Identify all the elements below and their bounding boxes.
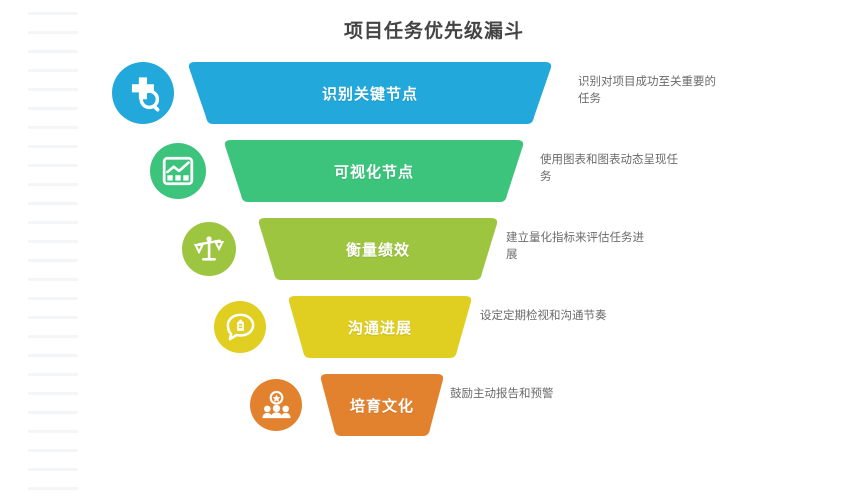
funnel-stage-label: 培育文化 <box>349 397 414 415</box>
funnel-band[interactable]: 衡量绩效 <box>258 218 498 280</box>
funnel-stage-label: 衡量绩效 <box>345 241 410 259</box>
funnel-stage-description: 识别对项目成功至关重要的任务 <box>578 76 716 105</box>
funnel-stage-description: 设定定期检视和沟通节奏 <box>480 310 607 322</box>
plus-magnifier-icon <box>112 62 174 124</box>
balance-scales-icon <box>182 222 236 276</box>
funnel-stage-description: 使用图表和图表动态呈现任务 <box>540 154 678 183</box>
bar-chart-icon <box>150 143 206 199</box>
rule-line <box>28 12 78 15</box>
funnel-stage-description: 建立量化指标来评估任务进展 <box>506 232 644 261</box>
funnel-stage[interactable]: 培育文化 鼓励主动报告和预警 <box>0 374 868 452</box>
funnel-stage[interactable]: 衡量绩效 建立量化指标来评估任务进展 <box>0 218 868 296</box>
speech-bubble-icon <box>214 301 266 353</box>
funnel-stage[interactable]: 可视化节点 使用图表和图表动态呈现任务 <box>0 140 868 218</box>
funnel-stage[interactable]: 沟通进展 设定定期检视和沟通节奏 <box>0 296 868 374</box>
page-title: 项目任务优先级漏斗 <box>343 21 524 42</box>
funnel-stage-description: 鼓励主动报告和预警 <box>450 388 554 400</box>
funnel-stage-label: 可视化节点 <box>333 163 414 181</box>
funnel-diagram: 识别关键节点 识别对项目成功至关重要的任务可视化节点 使用图表和图表动态呈现任务衡量… <box>0 62 868 482</box>
rule-line <box>28 487 78 490</box>
funnel-stage-label: 识别关键节点 <box>321 85 418 103</box>
funnel-stage[interactable]: 识别关键节点 识别对项目成功至关重要的任务 <box>0 62 868 140</box>
funnel-band[interactable]: 可视化节点 <box>224 140 524 202</box>
funnel-band[interactable]: 沟通进展 <box>288 296 472 358</box>
funnel-band[interactable]: 识别关键节点 <box>188 62 552 124</box>
team-people-icon <box>250 379 302 431</box>
funnel-stage-label: 沟通进展 <box>347 319 412 337</box>
rule-line <box>28 50 78 53</box>
funnel-band[interactable]: 培育文化 <box>320 374 444 436</box>
